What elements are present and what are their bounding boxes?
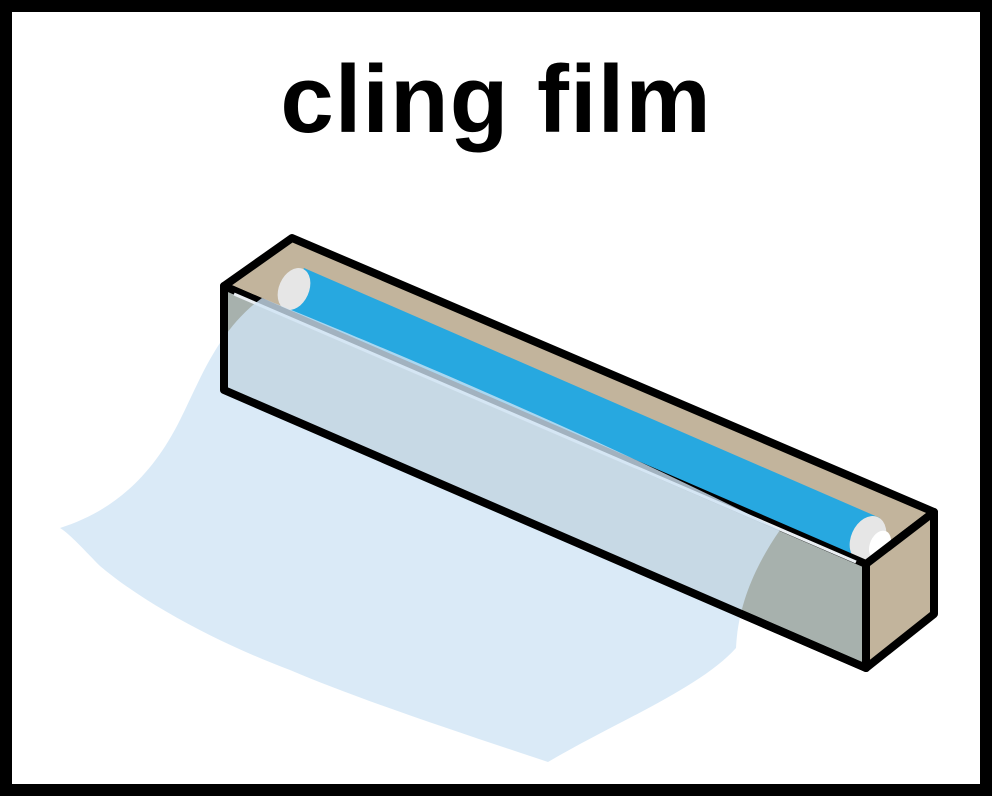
film-roll-body (284, 268, 880, 560)
film-roll-far-end (277, 267, 311, 311)
card-title: cling film (280, 46, 712, 153)
box-front-outline (220, 286, 870, 672)
film-sheet (60, 298, 780, 762)
